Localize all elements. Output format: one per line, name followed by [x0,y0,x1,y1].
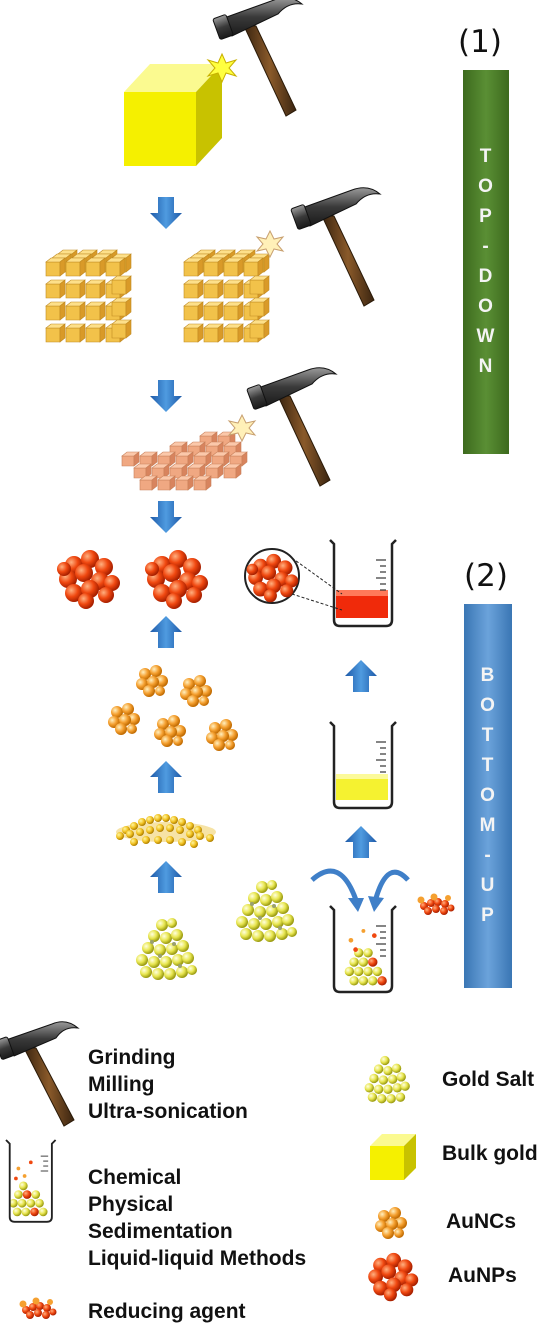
legend-reducing-agent: Reducing agent [88,1300,246,1323]
banner-letter: T [481,755,495,776]
reducing-agent-cluster [417,893,455,915]
banner-letter: P [479,206,493,227]
banner-letter: T [479,146,493,167]
aunc-group [108,665,238,751]
hammer-icon [212,0,303,117]
impact-burst [256,230,284,258]
legend-mechanical-methods: Grinding Milling Ultra-sonication [88,1044,248,1125]
banner-letter: O [478,296,494,317]
legend-item: Chemical [88,1166,182,1189]
gold-salt-pile [236,880,297,942]
legend-item: Ultra-sonication [88,1100,248,1123]
legend-item: Sedimentation [88,1220,233,1243]
curved-arrow-head [348,898,364,912]
hammer-icon [246,367,337,487]
banner-letter: - [484,845,492,866]
legend-item: Liquid-liquid Methods [88,1247,307,1270]
beaker-yellow-solution [328,720,398,810]
top-down-number: (1) [458,24,502,60]
legend-item: Milling [88,1073,155,1096]
curved-arrow [373,869,410,899]
banner-letter: N [478,356,494,377]
cube-grid-left [46,250,131,342]
banner-letter: B [480,665,496,686]
top-down-banner: T O P - D O W N [463,70,509,454]
legend-gold-salt: Gold Salt [442,1068,535,1091]
banner-letter: O [478,176,494,197]
banner-letter: W [476,326,496,347]
gold-atom-layer [116,814,216,848]
legend-aunps: AuNPs [448,1264,517,1287]
aunp-cluster [57,550,120,609]
legend-bulk-gold: Bulk gold [442,1142,538,1165]
banner-letter: - [482,236,490,257]
banner-letter: T [481,725,495,746]
banner-letter: U [480,875,496,896]
beaker-red-solution [328,538,398,628]
up-arrow [150,761,182,793]
down-arrow [150,380,182,412]
bottom-up-banner: B O T T O M - U P [464,604,512,988]
legend-item: Physical [88,1193,174,1216]
bulk-gold-cube [124,64,222,166]
up-arrow [345,826,377,858]
legend-chemical-methods: Chemical Physical Sedimentation Liquid-l… [88,1164,306,1272]
banner-letter: D [478,266,494,287]
banner-letter: M [479,815,497,836]
beaker-mixture [328,904,398,994]
cube-grid-right [184,250,269,342]
up-arrow [150,616,182,648]
small-cube-sheet [121,431,248,491]
up-arrow [150,861,182,893]
hammer-icon [290,187,381,307]
up-arrow [345,660,377,692]
aunp-cluster [145,550,208,609]
legend-item: Grinding [88,1046,176,1069]
legend-auncs: AuNCs [446,1210,517,1233]
banner-letter: O [480,785,496,806]
gold-salt-pile [136,918,197,980]
down-arrow [150,197,182,229]
curved-arrow-head [368,896,384,912]
banner-letter: O [480,695,496,716]
down-arrow [150,501,182,533]
banner-letter: P [481,905,495,926]
aunp-zoom-inset [244,548,343,611]
curved-arrow [310,868,359,901]
bottom-up-number: (2) [464,558,508,594]
